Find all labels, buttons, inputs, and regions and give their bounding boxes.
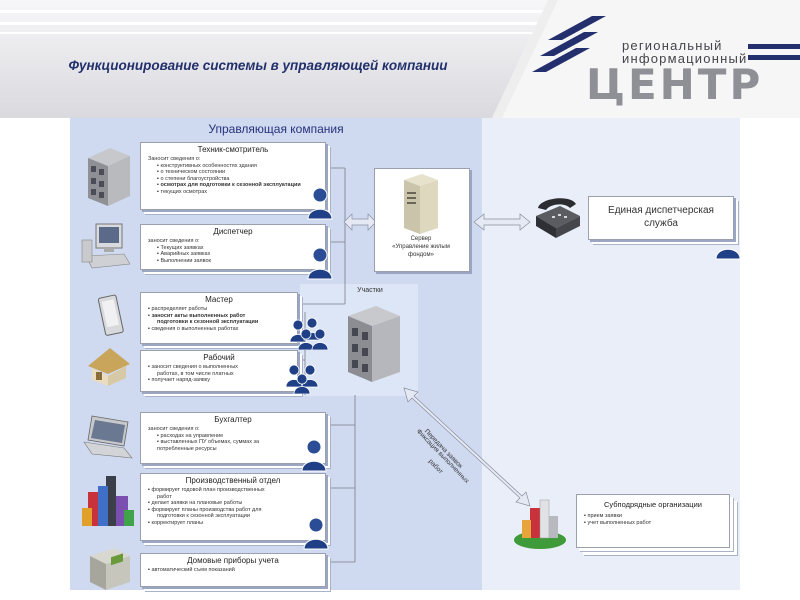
card-line: подготовки к сезонной эксплуатации xyxy=(157,319,259,325)
card-line: Аварийных заявках xyxy=(148,251,211,258)
card-line: распределяет работы xyxy=(148,306,258,313)
card-line: Текущих заявках xyxy=(148,245,211,252)
card-title: Субподрядные организации xyxy=(603,500,702,509)
card-line: заносит сведения о: xyxy=(148,238,200,244)
card-line: расходах на управление xyxy=(148,433,259,440)
card-line: о техническом состоянии xyxy=(148,169,307,176)
card-technician: Техник-смотритель Заносит сведения о: ко… xyxy=(140,142,326,210)
logo-text-line1: региональный xyxy=(622,38,723,53)
card-line: корректирует планы xyxy=(148,520,265,527)
panel-title: Управляющая компания xyxy=(208,122,344,136)
card-line: формирует планы производства работ для xyxy=(148,507,265,514)
person-icon xyxy=(307,187,333,220)
server-label-line1: Сервер xyxy=(410,236,432,242)
card-line: выставленных ПУ объемах, суммах за xyxy=(148,439,259,446)
logo-text-big: ЦЕНТР xyxy=(586,60,764,109)
dispatch-service-title-line2: служба xyxy=(644,218,678,229)
card-title: Домовые приборы учета xyxy=(187,556,279,565)
card-line: подготовки к сезонной эксплуатации xyxy=(157,513,250,519)
dispatch-service-box: Единая диспетчерская служба xyxy=(588,196,734,240)
card-title: Рабочий xyxy=(203,353,235,362)
laptop-icon xyxy=(83,415,133,459)
card-line: текущих осмотрах xyxy=(148,189,307,196)
people-group-icon xyxy=(289,317,329,350)
person-icon xyxy=(307,247,333,280)
card-line: сведения о выполненных работах xyxy=(148,326,258,333)
buildings-cluster-icon xyxy=(514,499,566,549)
header-banner xyxy=(0,0,800,118)
tablet-icon xyxy=(97,294,124,336)
telephone-icon xyxy=(536,198,580,238)
building-icon xyxy=(88,148,130,206)
card-title: Техник-смотритель xyxy=(197,145,269,154)
card-master: Мастер распределяет работы заносит акты … xyxy=(140,292,298,344)
server-icon xyxy=(404,174,438,234)
card-accountant: Бухгалтер заносит сведения о: расходах н… xyxy=(140,412,326,464)
card-line: прием заявки xyxy=(584,513,651,520)
card-line: получает наряд-заявку xyxy=(148,377,238,384)
card-line: учет выполненных работ xyxy=(584,520,651,527)
dispatch-service-title-line1: Единая диспетчерская xyxy=(608,205,714,216)
card-title: Бухгалтер xyxy=(214,415,252,424)
slide-title: Функционирование системы в управляющей к… xyxy=(68,58,448,73)
person-icon xyxy=(303,517,329,550)
sites-building-icon xyxy=(348,306,400,382)
meter-device-icon xyxy=(90,548,130,590)
card-line: о степени благоустройства xyxy=(148,176,307,183)
computer-icon xyxy=(81,223,131,269)
card-dispatcher: Диспетчер заносит сведения о: Текущих за… xyxy=(140,224,326,270)
card-title: Мастер xyxy=(205,295,233,304)
server-label-line3: фондом» xyxy=(408,252,434,258)
card-line: осмотрах для подготовки к сезонной экспл… xyxy=(148,182,307,189)
card-line: заносит сведения о: xyxy=(148,426,200,432)
card-line: Выполнении заявок xyxy=(148,258,210,265)
card-line: конструктивных особенностях здания xyxy=(148,163,307,170)
house-icon xyxy=(88,348,130,386)
card-worker: Рабочий заносит сведения о выполненных р… xyxy=(140,350,298,392)
card-line: потребленные ресурсы xyxy=(157,445,217,452)
card-title: Диспетчер xyxy=(213,227,253,236)
card-line: формирует годовой план производственных xyxy=(148,487,264,494)
card-line: автоматический съем показаний xyxy=(148,567,234,574)
person-icon xyxy=(301,439,327,472)
card-meters: Домовые приборы учета автоматический съе… xyxy=(140,553,326,587)
card-title: Производственный отдел xyxy=(185,476,281,485)
card-line: работах, в том числе платных xyxy=(157,370,234,377)
card-line: заносит акты выполненных работ xyxy=(148,313,258,320)
card-line: Заносит сведения о: xyxy=(148,156,201,162)
card-line: работ xyxy=(157,493,172,500)
logo-text-line2: информационный xyxy=(622,51,748,66)
sites-label: Участки xyxy=(357,287,383,294)
city-icon xyxy=(82,476,134,526)
subcontractors-box: Субподрядные организации прием заявки уч… xyxy=(576,494,730,548)
people-group-icon xyxy=(285,364,319,394)
card-line: заносит сведения о выполненных xyxy=(148,364,237,371)
card-production: Производственный отдел формирует годовой… xyxy=(140,473,326,541)
server-label-line2: «Управление жилым xyxy=(392,244,450,250)
card-line: делает заявки на плановые работы xyxy=(148,500,265,507)
